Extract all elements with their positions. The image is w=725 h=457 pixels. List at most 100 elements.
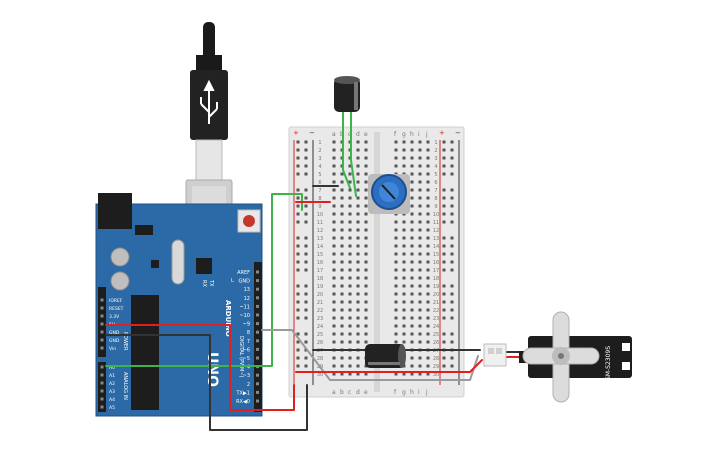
header-pin[interactable] (256, 313, 259, 317)
header-pin[interactable] (256, 304, 259, 308)
breadboard-hole[interactable] (426, 148, 430, 152)
breadboard-hole[interactable] (348, 236, 352, 240)
breadboard-hole[interactable] (348, 212, 352, 216)
breadboard-hole[interactable] (410, 268, 414, 272)
breadboard-hole[interactable] (418, 252, 422, 256)
breadboard-hole[interactable] (410, 220, 414, 224)
breadboard-hole[interactable] (356, 172, 360, 176)
rail-hole[interactable] (450, 140, 454, 144)
breadboard-hole[interactable] (332, 244, 336, 248)
breadboard-hole[interactable] (418, 196, 422, 200)
breadboard-hole[interactable] (426, 316, 430, 320)
breadboard-hole[interactable] (364, 164, 368, 168)
breadboard-hole[interactable] (332, 332, 336, 336)
breadboard-hole[interactable] (332, 356, 336, 360)
breadboard-hole[interactable] (348, 340, 352, 344)
breadboard-hole[interactable] (340, 172, 344, 176)
wire-gray-pin9[interactable] (261, 329, 479, 381)
breadboard-hole[interactable] (364, 244, 368, 248)
breadboard-hole[interactable] (426, 372, 430, 376)
rail-hole[interactable] (450, 204, 454, 208)
rail-hole[interactable] (296, 348, 300, 352)
rail-hole[interactable] (450, 236, 454, 240)
breadboard-hole[interactable] (402, 284, 406, 288)
header-pin[interactable] (100, 330, 104, 334)
electrolytic-capacitor-top[interactable] (334, 76, 360, 112)
breadboard-hole[interactable] (348, 364, 352, 368)
breadboard-hole[interactable] (332, 180, 336, 184)
rail-hole[interactable] (450, 188, 454, 192)
breadboard-hole[interactable] (402, 268, 406, 272)
breadboard-hole[interactable] (356, 268, 360, 272)
breadboard-hole[interactable] (418, 372, 422, 376)
breadboard-hole[interactable] (402, 252, 406, 256)
breadboard-hole[interactable] (332, 220, 336, 224)
rail-hole[interactable] (450, 156, 454, 160)
rail-hole[interactable] (442, 140, 446, 144)
breadboard-hole[interactable] (356, 212, 360, 216)
breadboard-hole[interactable] (418, 236, 422, 240)
breadboard-hole[interactable] (356, 156, 360, 160)
rail-hole[interactable] (450, 260, 454, 264)
breadboard-hole[interactable] (356, 244, 360, 248)
breadboard-hole[interactable] (418, 172, 422, 176)
breadboard-hole[interactable] (364, 316, 368, 320)
breadboard-hole[interactable] (348, 220, 352, 224)
breadboard-hole[interactable] (356, 220, 360, 224)
breadboard-hole[interactable] (356, 300, 360, 304)
breadboard-hole[interactable] (410, 156, 414, 160)
wire-green-cap-a[interactable] (342, 109, 351, 189)
rail-hole[interactable] (304, 212, 308, 216)
breadboard-hole[interactable] (340, 212, 344, 216)
header-pin[interactable] (100, 389, 104, 393)
breadboard-hole[interactable] (340, 188, 344, 192)
breadboard-hole[interactable] (348, 276, 352, 280)
potentiometer[interactable] (368, 174, 410, 214)
breadboard-hole[interactable] (332, 148, 336, 152)
breadboard-hole[interactable] (394, 220, 398, 224)
rail-hole[interactable] (304, 300, 308, 304)
breadboard-hole[interactable] (340, 308, 344, 312)
rail-hole[interactable] (304, 148, 308, 152)
breadboard-hole[interactable] (340, 260, 344, 264)
rail-hole[interactable] (442, 156, 446, 160)
header-pin[interactable] (100, 322, 104, 326)
breadboard-hole[interactable] (340, 204, 344, 208)
breadboard-hole[interactable] (332, 316, 336, 320)
rail-hole[interactable] (450, 356, 454, 360)
rail-hole[interactable] (296, 164, 300, 168)
breadboard-hole[interactable] (410, 188, 414, 192)
header-pin[interactable] (256, 322, 259, 326)
rail-hole[interactable] (442, 196, 446, 200)
header-pin[interactable] (100, 306, 104, 310)
breadboard-hole[interactable] (356, 236, 360, 240)
breadboard-hole[interactable] (402, 332, 406, 336)
rail-hole[interactable] (304, 364, 308, 368)
breadboard-hole[interactable] (348, 196, 352, 200)
breadboard-hole[interactable] (356, 372, 360, 376)
breadboard-hole[interactable] (410, 292, 414, 296)
breadboard-hole[interactable] (394, 340, 398, 344)
breadboard-hole[interactable] (418, 188, 422, 192)
rail-hole[interactable] (296, 300, 300, 304)
rail-hole[interactable] (442, 340, 446, 344)
rail-hole[interactable] (296, 156, 300, 160)
breadboard-hole[interactable] (356, 276, 360, 280)
breadboard-hole[interactable] (426, 172, 430, 176)
breadboard-hole[interactable] (418, 228, 422, 232)
breadboard-hole[interactable] (418, 164, 422, 168)
breadboard-hole[interactable] (364, 156, 368, 160)
breadboard-hole[interactable] (340, 252, 344, 256)
rail-hole[interactable] (304, 204, 308, 208)
breadboard-hole[interactable] (418, 156, 422, 160)
breadboard-hole[interactable] (356, 308, 360, 312)
breadboard-hole[interactable] (394, 372, 398, 376)
header-pin[interactable] (256, 390, 259, 394)
breadboard-hole[interactable] (418, 204, 422, 208)
header-pin[interactable] (256, 287, 259, 291)
breadboard-hole[interactable] (332, 284, 336, 288)
breadboard-hole[interactable] (410, 340, 414, 344)
breadboard-hole[interactable] (426, 220, 430, 224)
breadboard-hole[interactable] (332, 260, 336, 264)
breadboard-hole[interactable] (348, 332, 352, 336)
